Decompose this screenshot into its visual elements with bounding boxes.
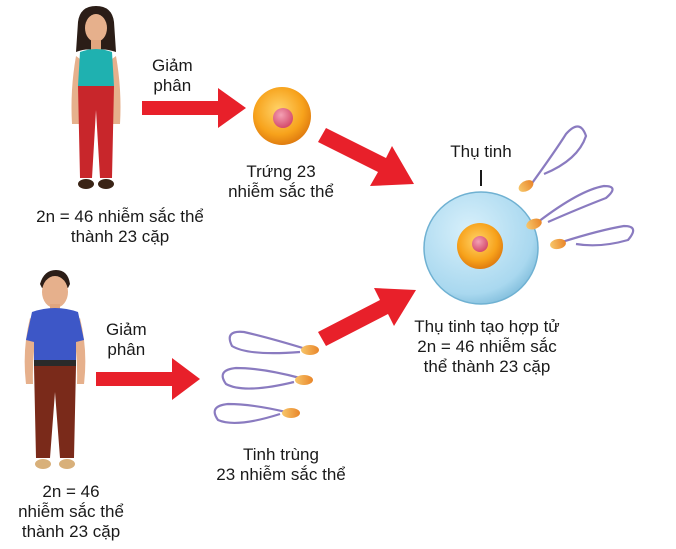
arrow-sperm-to-zygote (318, 288, 416, 346)
sperm-group (213, 330, 307, 424)
female-meiosis-label: Giảm phân (152, 56, 193, 95)
zygote-caption: Thụ tinh tạo hợp tử 2n = 46 nhiễm sắc th… (414, 317, 560, 376)
fertilization-label: Thụ tinh (450, 142, 512, 161)
sperm-heads (282, 345, 319, 418)
sperm-heads-zygote (518, 180, 566, 250)
egg-cell (253, 87, 311, 145)
arrow-egg-to-zygote (318, 128, 414, 186)
arrow-male-meiosis (96, 358, 200, 400)
female-caption: 2n = 46 nhiễm sắc thể thành 23 cặp (36, 207, 204, 246)
zygote-cell (423, 191, 539, 305)
male-meiosis-label: Giảm phân (106, 320, 147, 359)
male-caption: 2n = 46 nhiễm sắc thể thành 23 cặp (18, 482, 124, 541)
male-figure (24, 270, 86, 469)
sperm-caption: Tinh trùng 23 nhiễm sắc thể (216, 445, 346, 484)
sperm-group-zygote (529, 125, 635, 247)
arrow-female-meiosis (142, 88, 246, 128)
female-figure (71, 6, 121, 189)
egg-caption: Trứng 23 nhiễm sắc thể (228, 162, 334, 201)
